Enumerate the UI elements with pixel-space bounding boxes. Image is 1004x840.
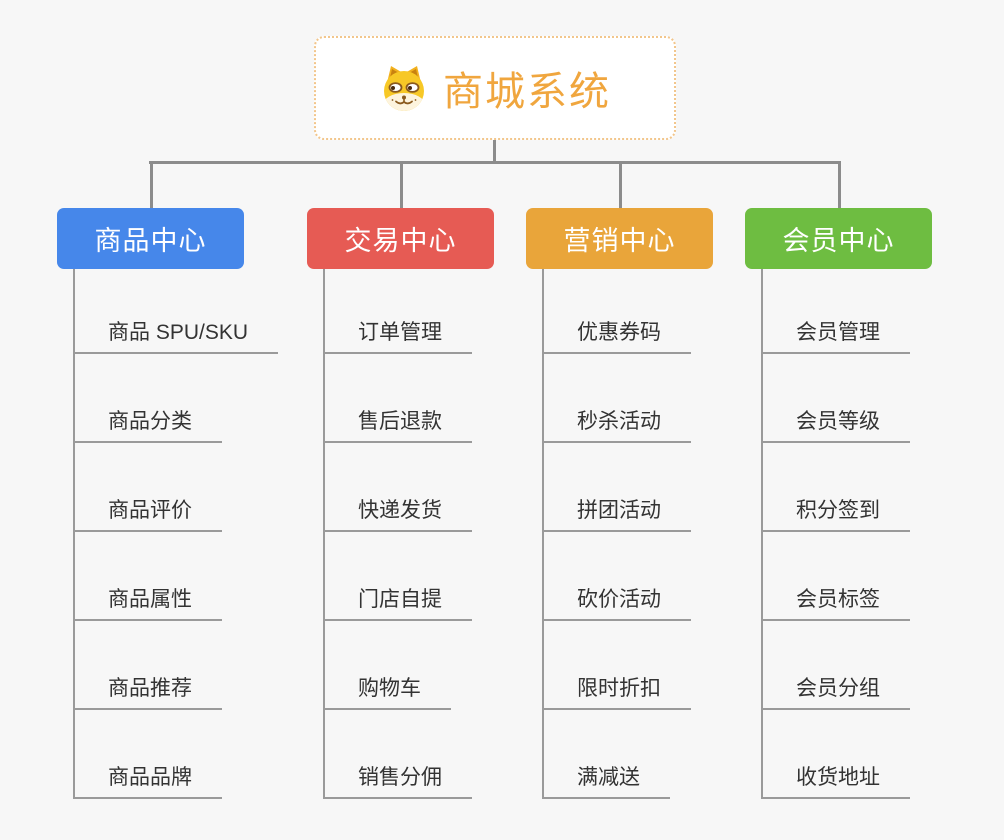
branch-label: 商品中心 bbox=[94, 226, 207, 256]
branch-column: 订单管理售后退款快递发货门店自提购物车销售分佣 bbox=[323, 269, 472, 799]
leaf-item[interactable]: 商品分类 bbox=[75, 354, 222, 443]
leaf-item[interactable]: 订单管理 bbox=[325, 269, 472, 354]
branch-column: 优惠券码秒杀活动拼团活动砍价活动限时折扣满减送 bbox=[542, 269, 691, 799]
root-stem-connector bbox=[493, 140, 496, 164]
leaf-item[interactable]: 满减送 bbox=[544, 710, 670, 799]
leaf-item[interactable]: 销售分佣 bbox=[325, 710, 472, 799]
leaf-item[interactable]: 快递发货 bbox=[325, 443, 472, 532]
leaf-item[interactable]: 商品属性 bbox=[75, 532, 222, 621]
branch-bus-connector bbox=[149, 161, 840, 164]
branch-drop-connector bbox=[837, 161, 841, 209]
leaf-item[interactable]: 商品推荐 bbox=[75, 621, 222, 710]
branch-drop-connector bbox=[149, 161, 153, 209]
leaf-item[interactable]: 商品 SPU/SKU bbox=[75, 269, 279, 354]
branch-drop-connector bbox=[399, 161, 403, 209]
branch-node[interactable]: 营销中心 bbox=[526, 208, 713, 269]
leaf-item[interactable]: 优惠券码 bbox=[544, 269, 691, 354]
leaf-item[interactable]: 拼团活动 bbox=[544, 443, 691, 532]
dog-face-icon bbox=[379, 64, 429, 112]
leaf-item[interactable]: 收货地址 bbox=[763, 710, 910, 799]
root-node[interactable]: 商城系统 bbox=[314, 36, 676, 140]
leaf-item[interactable]: 积分签到 bbox=[763, 443, 910, 532]
leaf-item[interactable]: 购物车 bbox=[325, 621, 451, 710]
leaf-item[interactable]: 会员等级 bbox=[763, 354, 910, 443]
leaf-item[interactable]: 会员分组 bbox=[763, 621, 910, 710]
branch-label: 会员中心 bbox=[782, 226, 895, 256]
leaf-item[interactable]: 秒杀活动 bbox=[544, 354, 691, 443]
leaf-item[interactable]: 售后退款 bbox=[325, 354, 472, 443]
root-title: 商城系统 bbox=[443, 70, 611, 114]
branch-node[interactable]: 商品中心 bbox=[57, 208, 244, 269]
branch-label: 营销中心 bbox=[563, 226, 676, 256]
leaf-item[interactable]: 砍价活动 bbox=[544, 532, 691, 621]
branch-label: 交易中心 bbox=[344, 226, 457, 256]
branch-node[interactable]: 交易中心 bbox=[307, 208, 494, 269]
branch-column: 会员管理会员等级积分签到会员标签会员分组收货地址 bbox=[761, 269, 910, 799]
leaf-item[interactable]: 会员管理 bbox=[763, 269, 910, 354]
leaf-item[interactable]: 门店自提 bbox=[325, 532, 472, 621]
leaf-item[interactable]: 会员标签 bbox=[763, 532, 910, 621]
leaf-item[interactable]: 限时折扣 bbox=[544, 621, 691, 710]
leaf-item[interactable]: 商品品牌 bbox=[75, 710, 222, 799]
branch-drop-connector bbox=[618, 161, 622, 209]
leaf-item[interactable]: 商品评价 bbox=[75, 443, 222, 532]
branch-node[interactable]: 会员中心 bbox=[745, 208, 932, 269]
